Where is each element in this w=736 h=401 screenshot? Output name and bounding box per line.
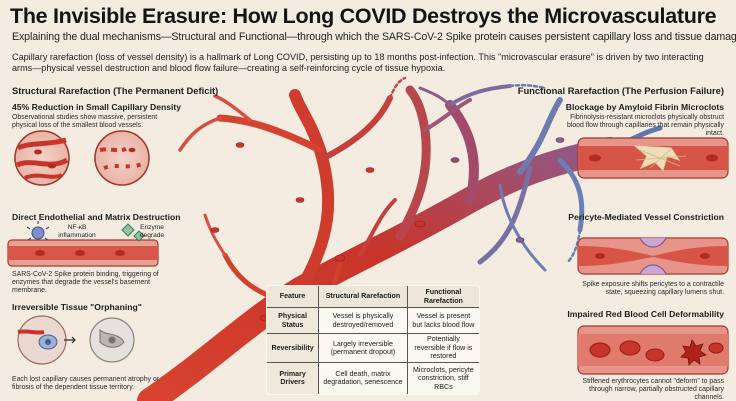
- table-cell: Microclots, pericyte constriction, stiff…: [406, 361, 479, 394]
- table-cell: Cell death, matrix degradation, senescen…: [318, 361, 408, 394]
- table-header-cell: Feature: [267, 286, 320, 309]
- enzyme-icon: [121, 223, 145, 242]
- left-section-heading: Structural Rarefaction (The Permanent De…: [12, 85, 219, 96]
- page-subtitle: Explaining the dual mechanisms—Structura…: [12, 31, 736, 43]
- intro-paragraph: Capillary rarefaction (loss of vessel de…: [12, 52, 704, 73]
- left-panel-1-text: Observational studies show massive, pers…: [12, 114, 158, 130]
- table-header-cell: Functional Rarefaction: [406, 286, 479, 309]
- table-row-label: Reversibility: [267, 333, 320, 363]
- table-cell: Largely irreversible (permanent dropout): [318, 333, 408, 363]
- left-panel-2-title: Direct Endothelial and Matrix Destructio…: [12, 212, 181, 222]
- sparse-capillary-circle-icon: [94, 130, 150, 186]
- vascular-tree-illustration: [137, 76, 663, 401]
- right-panel-3-text: Stiffened erythrocytes cannot "deform" t…: [582, 378, 724, 401]
- left-panel-1-title: 45% Reduction in Small Capillary Density: [12, 102, 182, 112]
- spike-protein-icon: [26, 221, 50, 241]
- capillary-density-circle-icon: [14, 130, 70, 186]
- right-panel-3-title: Impaired Red Blood Cell Deformability: [567, 309, 724, 319]
- comparison-table: Feature Structural Rarefaction Functiona…: [266, 285, 480, 395]
- right-panel-2-title: Pericyte-Mediated Vessel Constriction: [568, 212, 724, 222]
- endothelial-vessel-strip: [7, 239, 159, 267]
- table-cell: Potentially reversible if flow is restor…: [406, 333, 479, 363]
- left-panel-3-text: Each lost capillary causes permanent atr…: [12, 376, 160, 392]
- table-row: Reversibility Largely irreversible (perm…: [267, 333, 479, 363]
- table-row: Primary Drivers Cell death, matrix degra…: [267, 361, 479, 394]
- enzyme-label: Enzyme degrade: [139, 224, 165, 239]
- right-section-heading: Functional Rarefaction (The Perfusion Fa…: [517, 85, 724, 96]
- table-cell: Vessel is present but lacks blood flow: [406, 307, 479, 335]
- right-panel-2-text: Spike exposure shifts pericytes to a con…: [582, 281, 724, 297]
- right-panel-1-title: Blockage by Amyloid Fibrin Microclots: [565, 102, 724, 112]
- table-row-label: Primary Drivers: [267, 361, 320, 394]
- orphaned-cell-icon: [17, 315, 135, 365]
- rbc-deformability-icon: [577, 325, 729, 375]
- left-panel-3-title: Irreversible Tissue "Orphaning": [12, 302, 142, 312]
- microclot-vessel-icon: [577, 137, 729, 179]
- table-header-row: Feature Structural Rarefaction Functiona…: [267, 286, 479, 309]
- nfkb-label: NF-κB inflammation: [58, 224, 96, 239]
- left-panel-2-text: SARS-CoV-2 Spike protein binding, trigge…: [12, 271, 159, 295]
- right-panel-1-text: Fibrinolysis-resistant microclots physic…: [566, 114, 724, 138]
- table-row: Physical Status Vessel is physically des…: [267, 307, 479, 335]
- table-row-label: Physical Status: [267, 307, 320, 335]
- table-cell: Vessel is physically destroyed/removed: [318, 307, 408, 335]
- pericyte-constriction-icon: [577, 237, 729, 275]
- table-header-cell: Structural Rarefaction: [318, 286, 408, 309]
- page-title: The Invisible Erasure: How Long COVID De…: [10, 4, 717, 28]
